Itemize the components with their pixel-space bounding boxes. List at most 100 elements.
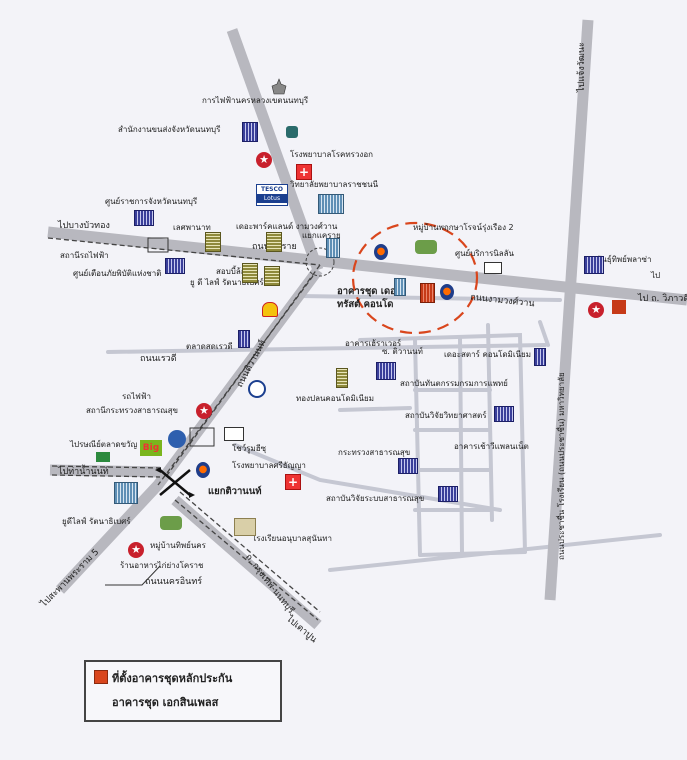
road-label-pak-kret: ไปท่าน้ำนนท์	[58, 467, 109, 477]
road-label-nakhon-in: ถนนนครอินทร์	[145, 577, 203, 587]
label-nursing-college: วิทยาลัยพยาบาลราชชนนี	[290, 180, 379, 189]
label-thong-pin: ทองปลนคอนโดมิเนียม	[296, 394, 374, 403]
shell-icon	[262, 302, 278, 317]
building-icon	[134, 210, 154, 226]
legend-line-2: อาคารชุด เอกสินเพลส	[112, 696, 219, 709]
road-label-vibhavadi: ไป ถ. วิภาวดี	[638, 294, 687, 304]
road-label-chaeng-wattana: ไปแจ้งวัฒนะ	[577, 42, 587, 92]
building-icon	[376, 362, 396, 380]
big-c-logo: Big	[140, 440, 162, 456]
label-pruksa-village: หมู่บ้านพฤกษาโรจน์รุ่งเรือง 2	[413, 223, 514, 232]
label-restaurant: ร้านอาหารไก่ย่างโคราช	[120, 561, 204, 570]
pak-kret-road	[49, 464, 161, 478]
label-the-star-condo: เดอะสตาร์ คอนโดมิเนียม	[444, 350, 531, 359]
label-garden-place: อาคารเช้าวีแพลนเน็ต	[454, 442, 529, 451]
building-icon	[494, 406, 514, 422]
label-market: ตลาดสดเรวดี	[186, 342, 233, 351]
label-ud-life-ratanathibet: ยูดีไลฟ์ รัตนาธิเบศร์	[62, 517, 131, 526]
bus-icon	[224, 427, 244, 441]
label-to-right: ไป	[651, 271, 661, 280]
building-icon	[534, 348, 546, 366]
legend-swatch	[94, 670, 108, 684]
building-icon	[394, 278, 406, 296]
building-icon	[326, 238, 340, 258]
hospital-cross-icon: +	[285, 474, 301, 490]
label-village-thip: หมู่บ้านทิพย์นคร	[150, 541, 206, 550]
label-lesphanat: เลศพานาท	[173, 223, 211, 232]
trust-condo-marker	[420, 283, 435, 303]
label-health-system-inst: สถาบันวิจัยระบบสาธารณสุข	[326, 494, 425, 503]
mail-icon	[96, 452, 110, 462]
drop-fuel-icon: ●	[440, 284, 454, 300]
building-icon	[266, 232, 282, 252]
building-icon	[114, 482, 138, 504]
highlight-circle	[351, 221, 479, 335]
label-the-trust-condo: อาคารชุด เดอะทรัสต์ คอนโด	[337, 286, 401, 310]
label-soi-tiwanon: ซ. ติวานนท์	[382, 347, 423, 356]
label-school: โรงเรียนอนุบาลสุนันทา	[252, 534, 333, 543]
label-ud-life: ยู ดี ไลฟ์ รัตนาธิเบศร์	[190, 278, 264, 287]
label-public-health-transit: สถานีกระทรวงสาธารณสุข	[86, 406, 178, 415]
swirl-logo-icon	[168, 430, 186, 448]
label-tiwanon-junction: แยกติวานนท์	[208, 486, 262, 497]
building-icon	[264, 266, 280, 286]
house-icon	[160, 516, 182, 530]
star-fuel-icon: ★	[128, 542, 144, 558]
label-pea: การไฟฟ้านครหลวงเขตนนทบุรี	[202, 96, 309, 105]
building-icon	[242, 263, 258, 283]
road-label-bang-bua-thong: ไปบางบัวทอง	[58, 221, 110, 231]
blue-logo-icon	[248, 380, 266, 398]
khae-rai-north-road	[226, 28, 324, 272]
label-sb-tower: สอบบี้ล้อบน	[216, 267, 257, 276]
label-land-transport: สำนักงานขนส่งจังหวัดนนทบุรี	[118, 125, 221, 134]
minor-road-reuadee	[106, 343, 547, 354]
legend-line-1: ที่ตั้งอาคารชุดหลักประกัน	[112, 672, 233, 685]
label-showroom: โชว์รูมฮีซุ	[232, 444, 267, 453]
mall-logo-icon	[612, 300, 626, 314]
legend-box: ที่ตั้งอาคารชุดหลักประกัน อาคารชุด เอกสิ…	[84, 660, 282, 722]
star-fuel-icon: ★	[196, 403, 212, 419]
label-rom-fai-fa: รถไฟฟ้า	[122, 392, 151, 401]
hospital-cross-icon: +	[296, 164, 312, 180]
label-public-health-ministry: กระทรวงสาธารณสุข	[338, 448, 411, 457]
label-chest-hospital: โรงพยาบาลโรคทรวงอก	[290, 150, 373, 159]
building-icon	[438, 486, 458, 502]
school-flag-icon	[234, 518, 256, 536]
building-icon	[205, 232, 221, 252]
road-label-reuadee: ถนนเรวดี	[140, 354, 177, 364]
label-sai-tower: อาคารเฮ้ราเวอร์	[345, 339, 402, 348]
label-dental-inst: สถาบันทันตกรรมกรมการแพทย์	[400, 379, 508, 388]
label-nonthaburi-gov: ศูนย์ราชการจังหวัดนนทบุรี	[105, 197, 198, 206]
road-label-prachachuen: ถนนประชาชื่น โรงเรียน (ถนนประชาชื่น) มหา…	[557, 372, 566, 560]
label-mall-service: ศูนย์บริการนิลลัน	[455, 249, 514, 258]
label-electric-station: สถานีรถไฟฟ้า	[60, 251, 109, 260]
krungthep-nonthaburi-road	[171, 495, 322, 630]
label-pantip-plaza: พันธุ์ทิพย์พลาซ่า	[596, 255, 652, 264]
house-icon	[415, 240, 437, 254]
building-icon	[165, 258, 185, 274]
building-icon	[242, 122, 258, 142]
label-sci-inst: สถาบันวิจัยวิทยาศาสตร์	[405, 411, 487, 420]
ngamwongwan-road	[47, 226, 687, 306]
drop-fuel-icon: ●	[196, 462, 210, 478]
chaeng-wattana-road	[544, 19, 594, 601]
label-parkland: เดอะพาร์คแลนด์ งามวงศ์วาน	[236, 222, 338, 231]
label-khae-rai-junction: แยกแคราย	[302, 231, 341, 240]
label-post-office: ไปรษณีย์ตลาดขวัญ	[70, 440, 138, 449]
building-icon	[584, 256, 604, 274]
label-tsunami-center: ศูนย์เตือนภัยพิบัติแห่งชาติ	[73, 269, 162, 278]
temple-icon	[271, 78, 287, 95]
building-icon	[336, 368, 348, 388]
star-fuel-icon: ★	[256, 152, 272, 168]
star-fuel-icon: ★	[588, 302, 604, 318]
drop-fuel-icon: ●	[374, 244, 388, 260]
shop-icon	[484, 262, 502, 274]
label-sirithanya-hospital: โรงพยาบาลศรีธัญญา	[232, 461, 306, 470]
circle-logo-icon	[286, 126, 298, 138]
building-icon	[398, 458, 418, 474]
building-icon	[238, 330, 250, 348]
building-icon	[318, 194, 344, 214]
